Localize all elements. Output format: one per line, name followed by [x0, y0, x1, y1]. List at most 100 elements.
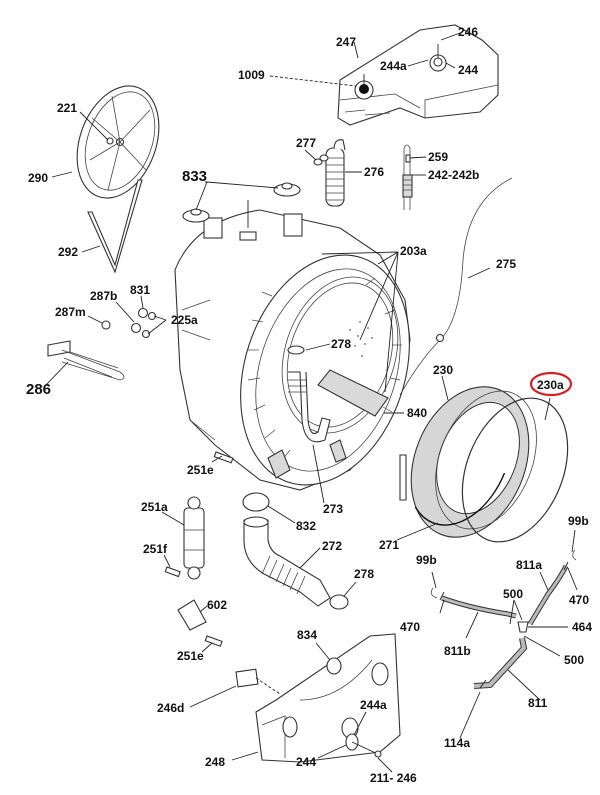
- leader-259: [409, 156, 427, 159]
- counterweight-top-part: [337, 24, 499, 126]
- label-811b: 811b: [444, 644, 471, 658]
- leader-244-bottom: [317, 744, 347, 759]
- label-1009: 1009: [238, 68, 265, 82]
- leader-287m: [87, 315, 103, 324]
- ring-230-part: [407, 384, 513, 526]
- leader-272: [299, 547, 321, 569]
- label-203a: 203a: [400, 244, 427, 258]
- label-290: 290: [28, 171, 48, 185]
- label-247: 247: [336, 35, 356, 49]
- label-244a: 244a: [380, 59, 407, 73]
- door-gasket-part: [410, 386, 537, 538]
- leader-811a: [539, 571, 549, 591]
- leader-286: [45, 361, 69, 386]
- leader-470-right: [567, 567, 578, 591]
- leader-832: [267, 505, 296, 524]
- label-246d: 246d: [157, 701, 184, 715]
- clamp-278-bottom-part: [329, 594, 349, 610]
- bolt-251e-top-part: [213, 451, 234, 464]
- bush-834-part: [326, 657, 342, 675]
- label-225a: 225a: [171, 313, 198, 327]
- label-811: 811: [528, 696, 548, 710]
- label-242-242b: 242-242b: [428, 168, 479, 182]
- leader-203a: [321, 251, 399, 393]
- leader-251a: [161, 511, 185, 526]
- bolt-251e-bottom-part: [204, 635, 223, 647]
- mount-244-part: [345, 733, 382, 758]
- label-271: 271: [379, 538, 399, 552]
- inlet-hoses-part: [430, 549, 577, 689]
- leader-833: [195, 181, 279, 211]
- label-277: 277: [296, 136, 316, 150]
- leader-221: [79, 111, 109, 141]
- label-230: 230: [433, 363, 453, 377]
- highlight-circle-230a: [529, 371, 573, 397]
- fittings-part: [101, 307, 157, 339]
- leader-273: [312, 444, 325, 504]
- wire-275-part: [399, 177, 513, 396]
- clamp-278-top-part: [287, 345, 305, 355]
- label-221: 221: [57, 101, 77, 115]
- ring-230a-part: [461, 397, 569, 543]
- belt-part: [87, 179, 143, 274]
- leader-99b-left: [431, 571, 437, 589]
- label-230a[interactable]: 230a: [537, 378, 564, 392]
- label-287b: 287b: [90, 289, 117, 303]
- leader-244a: [407, 59, 429, 67]
- label-840: 840: [407, 406, 427, 420]
- leader-811: [507, 669, 541, 701]
- leader-114a: [459, 691, 481, 739]
- leader-602: [199, 605, 208, 613]
- leader-244a-bottom: [353, 711, 367, 736]
- label-811a: 811a: [516, 558, 542, 572]
- leader-500-top: [509, 599, 523, 625]
- shock-absorber-part: [183, 496, 205, 580]
- label-251e-top: 251e: [187, 463, 214, 477]
- leader-248: [231, 751, 259, 761]
- bracket-602-part: [177, 599, 207, 631]
- drain-hose-part: [242, 492, 331, 607]
- leader-287b: [115, 301, 135, 323]
- leader-244: [445, 62, 456, 69]
- hose-276-part: [313, 139, 346, 207]
- leader-247: [353, 41, 359, 59]
- label-470-right: 470: [569, 593, 589, 607]
- label-251a: 251a: [141, 500, 168, 514]
- label-500-bottom: 500: [564, 653, 584, 667]
- counterweight-bottom-part: [255, 633, 401, 763]
- label-251f: 251f: [143, 542, 168, 556]
- leader-275: [467, 267, 491, 279]
- plate-246d-part: [235, 668, 259, 688]
- leader-99b-right: [571, 529, 576, 553]
- leader-251e-top: [211, 455, 223, 463]
- heater-part: [47, 340, 125, 381]
- leader-831: [140, 295, 144, 309]
- leader-834: [315, 642, 331, 661]
- label-244-bottom: 244: [296, 755, 316, 769]
- label-276: 276: [364, 165, 384, 179]
- leader-277: [304, 149, 317, 161]
- label-833: 833: [182, 168, 207, 185]
- leader-1009: [269, 75, 357, 87]
- label-464: 464: [572, 620, 592, 634]
- label-211-246: 211- 246: [370, 771, 417, 785]
- leader-246: [440, 32, 461, 41]
- pin-251f-part: [164, 566, 181, 578]
- latch-part: [399, 454, 407, 501]
- label-251e-bottom: 251e: [177, 649, 204, 663]
- leader-251f: [163, 554, 171, 568]
- leader-292: [81, 245, 101, 253]
- label-831: 831: [130, 283, 150, 297]
- label-248: 248: [205, 755, 225, 769]
- label-273: 273: [323, 502, 343, 516]
- label-114a: 114a: [444, 736, 470, 750]
- leader-230: [441, 375, 449, 401]
- label-832: 832: [296, 519, 316, 533]
- dash-246d: [255, 677, 281, 695]
- leader-225a: [147, 315, 167, 335]
- label-287m: 287m: [55, 305, 86, 319]
- leader-500-bottom: [523, 635, 561, 657]
- dome-833-part: [182, 182, 301, 223]
- label-602: 602: [207, 598, 227, 612]
